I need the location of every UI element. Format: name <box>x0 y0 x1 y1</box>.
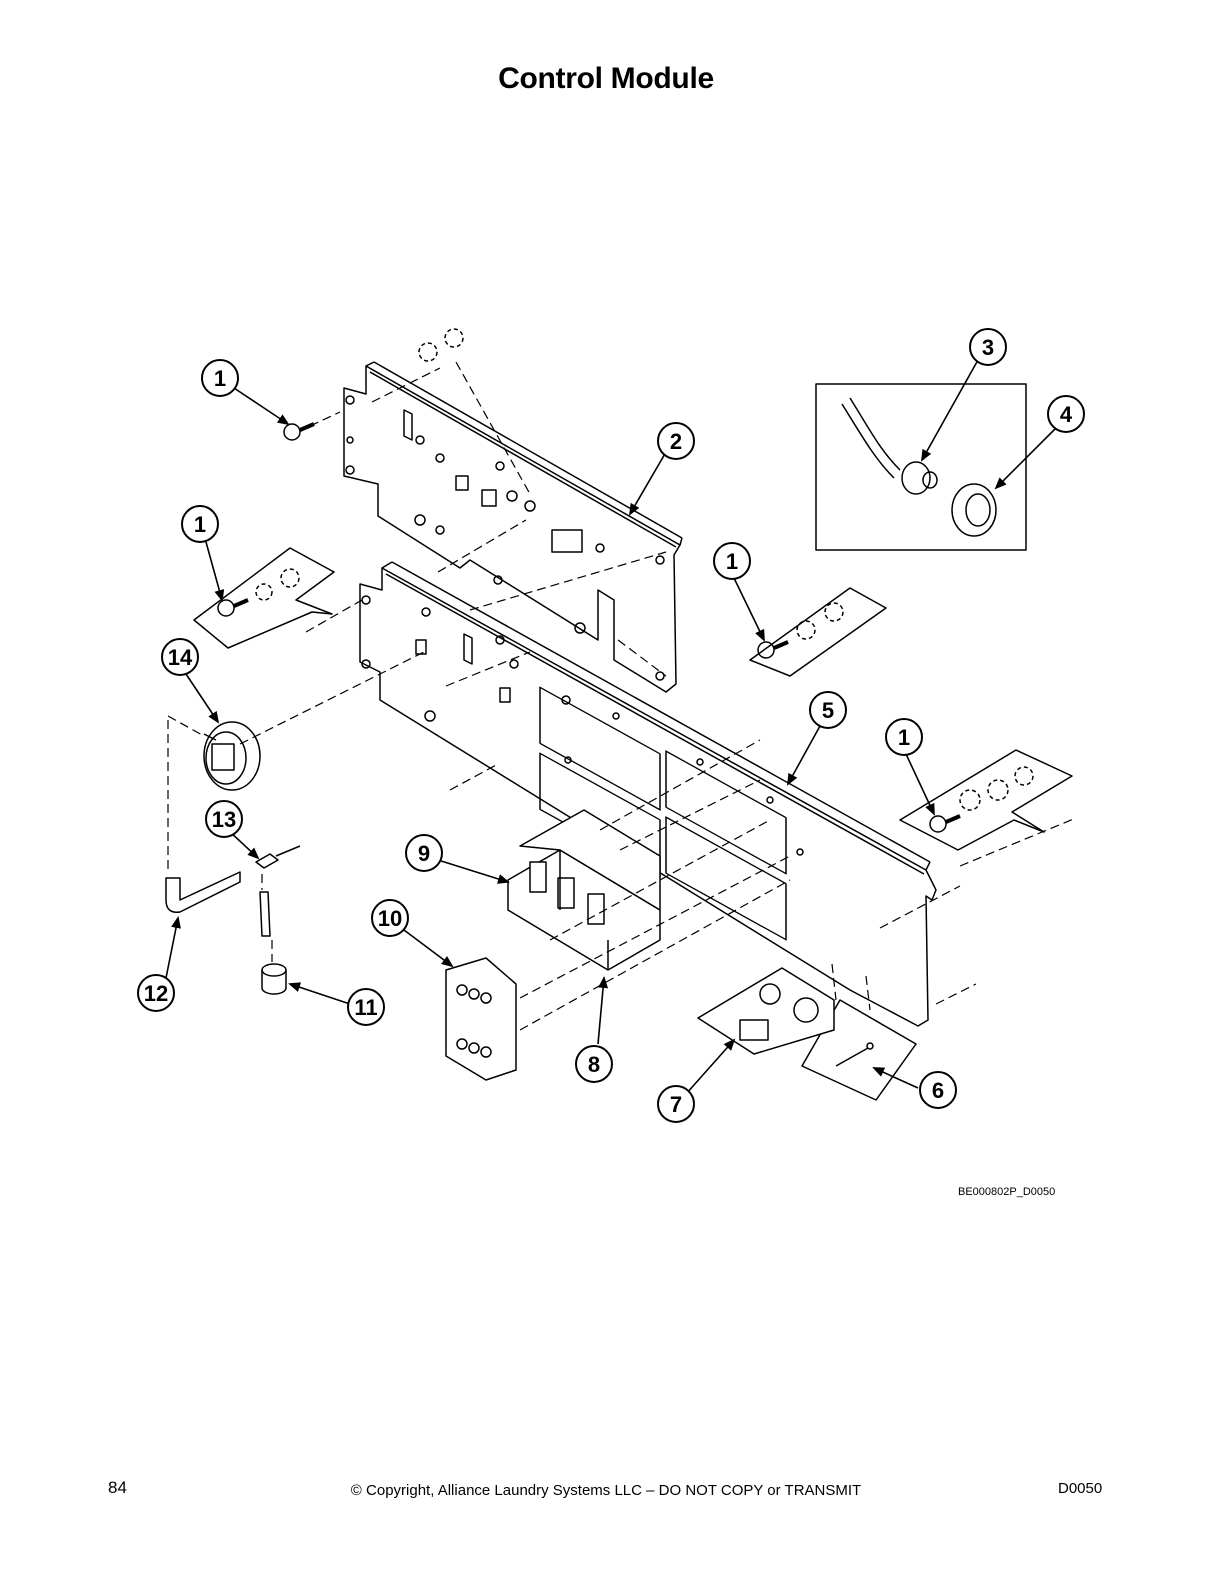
svg-text:5: 5 <box>822 698 834 723</box>
callout-13: 13 <box>205 800 243 838</box>
callout-4: 4 <box>1047 395 1085 433</box>
svg-text:4: 4 <box>1060 402 1073 427</box>
terminal-block <box>445 957 517 1081</box>
washer-icon <box>255 328 1034 811</box>
mounting-bracket <box>697 967 835 1055</box>
callout-5: 5 <box>809 691 847 729</box>
pressure-switch <box>203 721 261 791</box>
callout-1: 1 <box>201 359 239 397</box>
main-control-panel <box>359 561 937 1027</box>
callout-14: 14 <box>161 638 199 676</box>
page-number: 84 <box>108 1478 127 1497</box>
svg-text:13: 13 <box>212 807 236 832</box>
screw-detail-inset-right <box>899 749 1073 851</box>
svg-text:12: 12 <box>144 981 168 1006</box>
document-code: D0050 <box>1058 1480 1103 1497</box>
svg-text:8: 8 <box>588 1052 600 1077</box>
svg-text:10: 10 <box>378 906 402 931</box>
svg-text:6: 6 <box>932 1078 944 1103</box>
tee-fitting <box>255 845 301 869</box>
callout-6: 6 <box>919 1071 957 1109</box>
svg-text:2: 2 <box>670 429 682 454</box>
svg-text:1: 1 <box>214 366 226 391</box>
callout-7: 7 <box>657 1085 695 1123</box>
callout-bubbles: 1 2 3 4 1 1 14 5 1 13 9 10 12 11 8 7 6 <box>137 328 1085 1123</box>
figure-reference-code: BE000802P_D0050 <box>958 1186 1056 1198</box>
contactor <box>507 809 661 971</box>
callout-1: 1 <box>713 542 751 580</box>
svg-text:1: 1 <box>726 549 738 574</box>
callout-12: 12 <box>137 974 175 1012</box>
callout-8: 8 <box>575 1045 613 1083</box>
grommet-detail-box <box>815 383 1027 551</box>
hose-segment <box>259 891 271 937</box>
screw-detail-inset-mid <box>749 587 887 677</box>
callout-3: 3 <box>969 328 1007 366</box>
screw-icon <box>217 598 249 617</box>
svg-text:9: 9 <box>418 841 430 866</box>
screw-icon <box>283 422 315 441</box>
assembly-guide-lines <box>167 361 1077 1031</box>
screw-icon <box>929 814 961 833</box>
screw-icon <box>757 640 789 659</box>
svg-text:14: 14 <box>168 645 193 670</box>
rivet <box>835 1042 874 1067</box>
svg-text:11: 11 <box>354 995 377 1020</box>
upper-control-plate <box>343 361 683 693</box>
svg-text:1: 1 <box>898 725 910 750</box>
screw-detail-inset-left <box>193 547 335 649</box>
svg-text:7: 7 <box>670 1092 682 1117</box>
callout-2: 2 <box>657 422 695 460</box>
svg-text:1: 1 <box>194 512 206 537</box>
callout-1: 1 <box>181 505 219 543</box>
callout-10: 10 <box>371 899 409 937</box>
callout-1: 1 <box>885 718 923 756</box>
callout-11: 11 <box>347 988 385 1026</box>
hose-filter <box>261 963 287 995</box>
svg-text:3: 3 <box>982 335 994 360</box>
callout-9: 9 <box>405 834 443 872</box>
pressure-hose <box>165 871 241 913</box>
page-title: Control Module <box>498 62 714 95</box>
copyright-notice: © Copyright, Alliance Laundry Systems LL… <box>350 1482 862 1499</box>
